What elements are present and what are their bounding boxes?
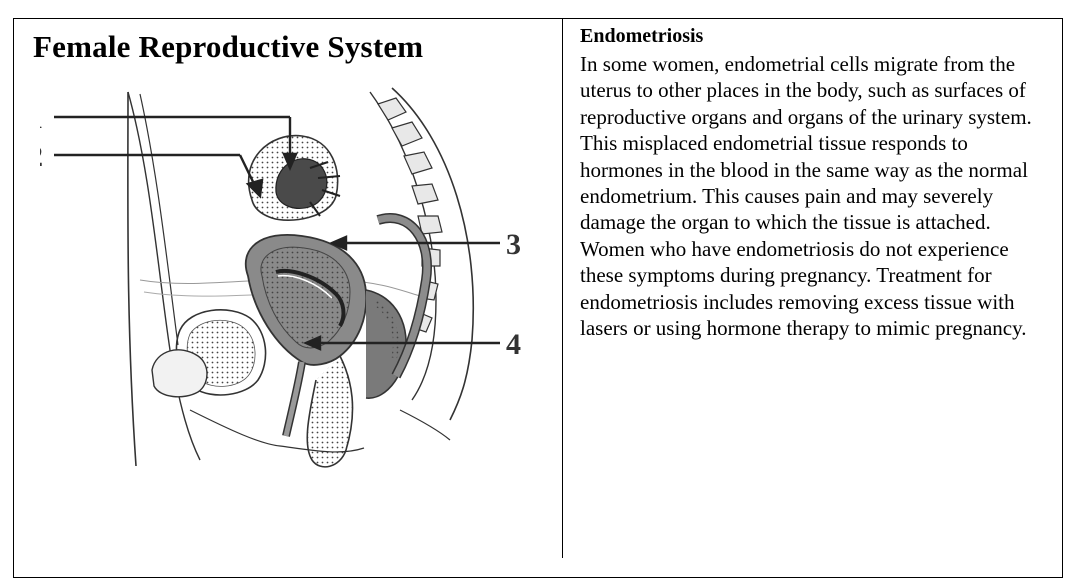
column-divider xyxy=(562,18,563,558)
anatomy-diagram: 1 2 3 4 xyxy=(40,80,540,475)
label-3: 3 xyxy=(506,228,521,261)
article-title: Endometriosis xyxy=(580,25,703,48)
label-4: 4 xyxy=(506,328,521,361)
label-2: 2 xyxy=(40,140,43,173)
ovary-tube xyxy=(249,136,340,221)
diagram-title: Female Reproductive System xyxy=(33,29,423,65)
body-front-outline xyxy=(128,92,136,466)
abdominal-wall-inner xyxy=(140,94,178,345)
bladder xyxy=(152,310,266,397)
label-1: 1 xyxy=(40,102,43,135)
article-body: In some women, endometrial cells migrate… xyxy=(580,51,1050,341)
uterus xyxy=(246,235,367,365)
anatomy-illustration: 1 2 3 4 xyxy=(40,80,540,475)
abdominal-wall xyxy=(128,92,200,460)
page: Female Reproductive System xyxy=(0,0,1076,556)
